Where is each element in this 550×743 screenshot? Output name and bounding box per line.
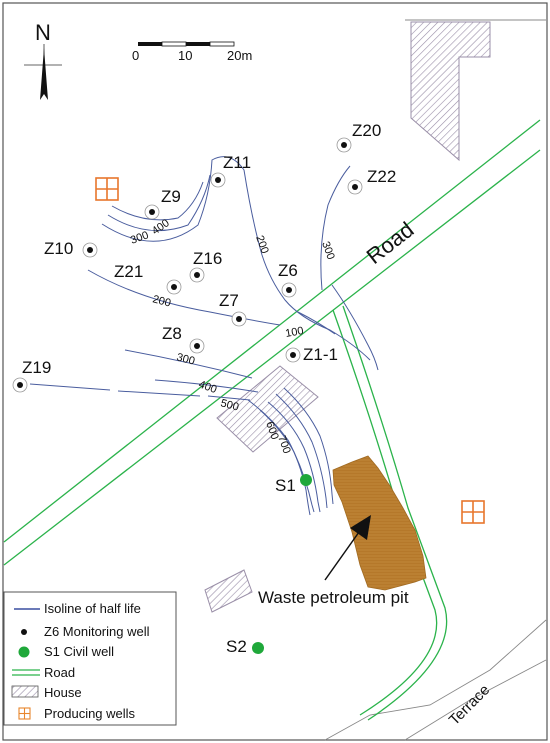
isoline (331, 284, 379, 371)
monitoring-well-z9: Z9 (144, 187, 181, 220)
well-label: Z7 (219, 291, 239, 310)
isoline (87, 269, 281, 326)
half-life-isolines (29, 156, 379, 516)
legend-item-producing-wells: Producing wells (18, 706, 136, 721)
legend-label: Z6 Monitoring well (44, 624, 150, 639)
monitoring-wells: Z20 Z11 Z22 Z9 Z10 Z16 Z21 Z6 Z7 Z8 Z1-1… (12, 121, 396, 393)
road (3, 119, 541, 721)
well-label: S2 (226, 637, 247, 656)
producing-well-icon (461, 500, 485, 524)
isoline (29, 383, 251, 401)
monitoring-well-z10: Z10 (44, 239, 98, 258)
isoline-label: 700 (275, 434, 293, 455)
legend-label: House (44, 685, 82, 700)
north-arrow: N (24, 20, 62, 100)
well-label: Z6 (278, 261, 298, 280)
well-label: Z9 (161, 187, 181, 206)
well-label: Z1-1 (303, 345, 338, 364)
well-label: Z19 (22, 358, 51, 377)
civil-well-s2: S2 (226, 637, 264, 656)
house (410, 21, 491, 162)
monitoring-well-z8: Z8 (162, 324, 205, 354)
isoline (259, 409, 315, 513)
house (216, 365, 319, 453)
isoline (320, 165, 351, 291)
isoline-label: 600 (263, 420, 281, 441)
legend-label: S1 Civil well (44, 644, 114, 659)
isoline (111, 181, 204, 221)
isoline (267, 401, 321, 513)
scale-tick-label: 20m (227, 48, 252, 63)
legend-label: Isoline of half life (44, 601, 141, 616)
legend-label: Road (44, 665, 75, 680)
well-label: Z10 (44, 239, 73, 258)
isoline-label: 300 (175, 351, 196, 367)
civil-well-s1: S1 (275, 474, 312, 495)
scale-bar: 0 10 20m (132, 41, 252, 63)
well-label: Z20 (352, 121, 381, 140)
monitoring-well-z19: Z19 (12, 358, 51, 393)
isoline-label: 500 (219, 397, 240, 413)
isoline-labels: 300 400 200 300 200 100 300 400 500 600 … (129, 217, 337, 455)
legend-item-civil-well: S1 Civil well (18, 644, 114, 659)
pit-label: Waste petroleum pit (258, 588, 409, 607)
isoline-label: 300 (129, 229, 150, 247)
terrace-label: Terrace (446, 681, 493, 728)
isoline (124, 349, 253, 379)
monitoring-well-z20: Z20 (336, 121, 381, 153)
monitoring-well-z21: Z21 (114, 262, 182, 295)
terrace-boundary (324, 19, 547, 741)
monitoring-well-z1-1: Z1-1 (285, 345, 338, 364)
isoline-label: 400 (197, 379, 218, 397)
isoline-label: 200 (253, 234, 271, 255)
isoline (154, 379, 259, 393)
isoline (101, 156, 371, 361)
isoline (275, 393, 328, 509)
waste-petroleum-pit (332, 455, 427, 591)
legend-label: Producing wells (44, 706, 136, 721)
isoline-label: 400 (150, 217, 172, 237)
isoline (283, 387, 334, 505)
monitoring-well-z7: Z7 (219, 291, 247, 327)
monitoring-well-z6: Z6 (278, 261, 298, 298)
well-label: Z16 (193, 249, 222, 268)
isoline (107, 174, 211, 232)
isoline-label: 100 (284, 325, 304, 340)
road-label: Road (362, 217, 419, 269)
scale-tick-label: 10 (178, 48, 192, 63)
well-label: Z21 (114, 262, 143, 281)
pit-pointer-arrow (324, 515, 371, 581)
north-label: N (35, 20, 51, 45)
well-label: Z11 (223, 153, 251, 172)
monitoring-well-z22: Z22 (347, 167, 396, 195)
legend: Isoline of half life Z6 Monitoring well … (3, 591, 177, 726)
well-label: Z8 (162, 324, 182, 343)
monitoring-well-z16: Z16 (189, 249, 222, 283)
house (204, 569, 253, 613)
well-label: S1 (275, 476, 296, 495)
civil-wells: S1 S2 (226, 474, 312, 656)
legend-item-monitoring-well: Z6 Monitoring well (21, 624, 150, 639)
isoline-label: 200 (151, 293, 172, 309)
isoline (297, 311, 336, 335)
legend-item-house: House (11, 685, 82, 700)
legend-item-isoline: Isoline of half life (14, 601, 141, 616)
monitoring-well-z11: Z11 (210, 153, 251, 188)
scale-tick-label: 0 (132, 48, 139, 63)
well-label: Z22 (367, 167, 396, 186)
legend-item-road: Road (12, 665, 75, 680)
producing-well-icon (95, 177, 119, 201)
isoline-label: 300 (319, 240, 337, 261)
